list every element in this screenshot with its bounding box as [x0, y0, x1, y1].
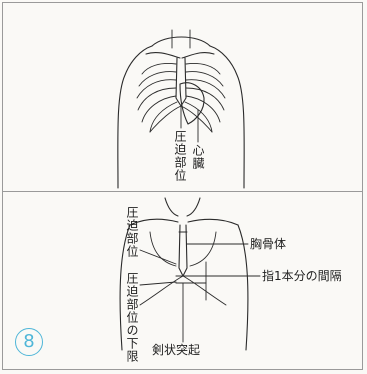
finger-gap-label: 指1本分の間隔: [262, 270, 342, 282]
lower-pressure-site-label: 圧迫部位: [126, 206, 138, 258]
xiphoid-label: 剣状突起: [152, 344, 200, 356]
sternum-body-label: 胸骨体: [250, 238, 286, 250]
lower-limit-label: 圧迫部位の下限: [126, 272, 138, 363]
step-number-badge: 8: [15, 328, 43, 356]
